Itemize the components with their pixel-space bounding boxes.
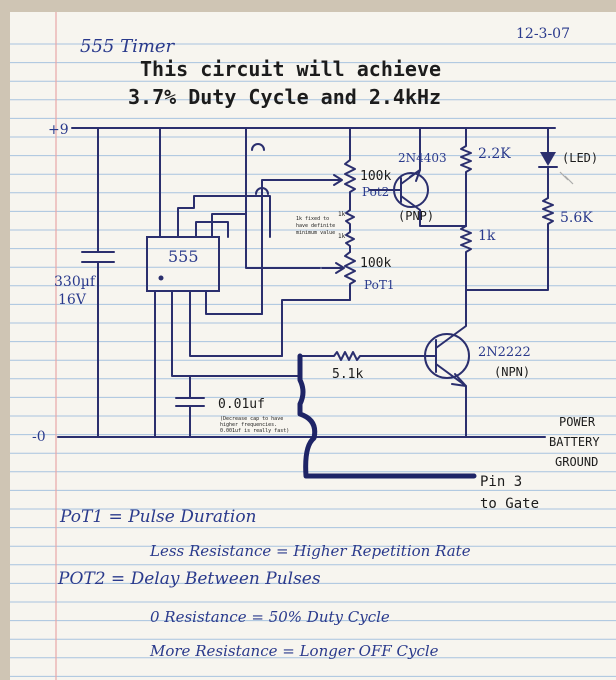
legend-line-2: Less Resistance = Higher Repetition Rate — [149, 542, 471, 560]
timing-capacitor — [175, 375, 205, 438]
legend-line-1: PoT1 = Pulse Duration — [59, 507, 257, 527]
output-label-line-1: Pin 3 — [480, 474, 522, 490]
ground-label-power: POWER — [559, 415, 596, 429]
ruled-lines — [10, 43, 616, 677]
led-label: (LED) — [562, 151, 598, 165]
resistor-5-6k — [465, 197, 554, 291]
wire-hop — [251, 143, 265, 151]
ic-wiring — [154, 127, 351, 438]
ground-rail-label: -0 — [32, 429, 46, 445]
ic-pin1-dot — [158, 275, 164, 281]
fixed-note-line-3: minimum value — [296, 230, 335, 236]
capacitor-voltage-label: 16V — [58, 292, 87, 308]
heading-label: 555 Timer — [80, 36, 176, 57]
supply-label: +9 — [48, 122, 69, 138]
fixed-note-line-1: 1k fixed to — [296, 216, 329, 222]
output-label-line-2: to Gate — [480, 496, 539, 512]
resistor-1k-label: 1k — [478, 228, 496, 244]
resistor-2-2k-label: 2.2K — [478, 146, 511, 162]
filter-capacitor — [81, 127, 115, 438]
fixed-resistor-1k — [345, 209, 355, 253]
legend-line-4: 0 Resistance = 50% Duty Cycle — [150, 608, 390, 626]
cap-note-line-1: (Decrease cap to have — [220, 416, 283, 422]
resistor-5-6k-label: 5.6K — [560, 210, 593, 226]
date-label: 12-3-07 — [516, 26, 570, 42]
fixed-mark-bottom: 1k — [338, 233, 346, 240]
cap-note-line-3: 0.001uf is really fast) — [220, 428, 289, 434]
npn-part-label: 2N2222 — [478, 345, 531, 360]
legend-line-5: More Resistance = Longer OFF Cycle — [149, 642, 439, 660]
legend-line-3: POT2 = Delay Between Pulses — [57, 569, 321, 589]
fixed-mark-top: 1k — [338, 211, 346, 218]
paper — [10, 12, 616, 680]
resistor-2-2k — [460, 127, 472, 227]
timing-cap-label: 0.01uf — [218, 397, 265, 412]
pnp-transistor — [369, 127, 467, 227]
ic-label: 555 — [168, 247, 199, 266]
ground-label-ground: GROUND — [555, 455, 598, 469]
resistor-1k — [460, 225, 472, 291]
base-resistor-label: 5.1k — [332, 367, 363, 382]
pot2-resistor — [324, 127, 356, 211]
ic-555-body — [146, 236, 220, 292]
led-diode — [538, 127, 574, 199]
capacitor-value-label: 330µf — [54, 274, 97, 290]
pnp-part-label: 2N4403 — [398, 151, 447, 165]
cap-note-line-2: higher frequencies. — [220, 422, 277, 428]
npn-type-label: (NPN) — [494, 365, 530, 379]
pin3-output-wire — [297, 353, 477, 479]
pot1-name-label: PoT1 — [364, 278, 394, 292]
pot2-value-label: 100k — [360, 169, 391, 184]
pot2-name-label: Pot2 — [362, 185, 389, 199]
title-line-2: 3.7% Duty Cycle and 2.4kHz — [128, 85, 441, 109]
base-resistor-5-1k — [299, 351, 437, 361]
wire-hop — [255, 187, 269, 195]
fixed-note-line-2: have definite — [296, 223, 335, 229]
pnp-type-label: (PNP) — [398, 209, 434, 223]
title-line-1: This circuit will achieve — [140, 57, 441, 81]
ground-label-battery: BATTERY — [549, 435, 600, 449]
pot1-resistor — [321, 251, 356, 301]
pot1-value-label: 100k — [360, 256, 391, 271]
